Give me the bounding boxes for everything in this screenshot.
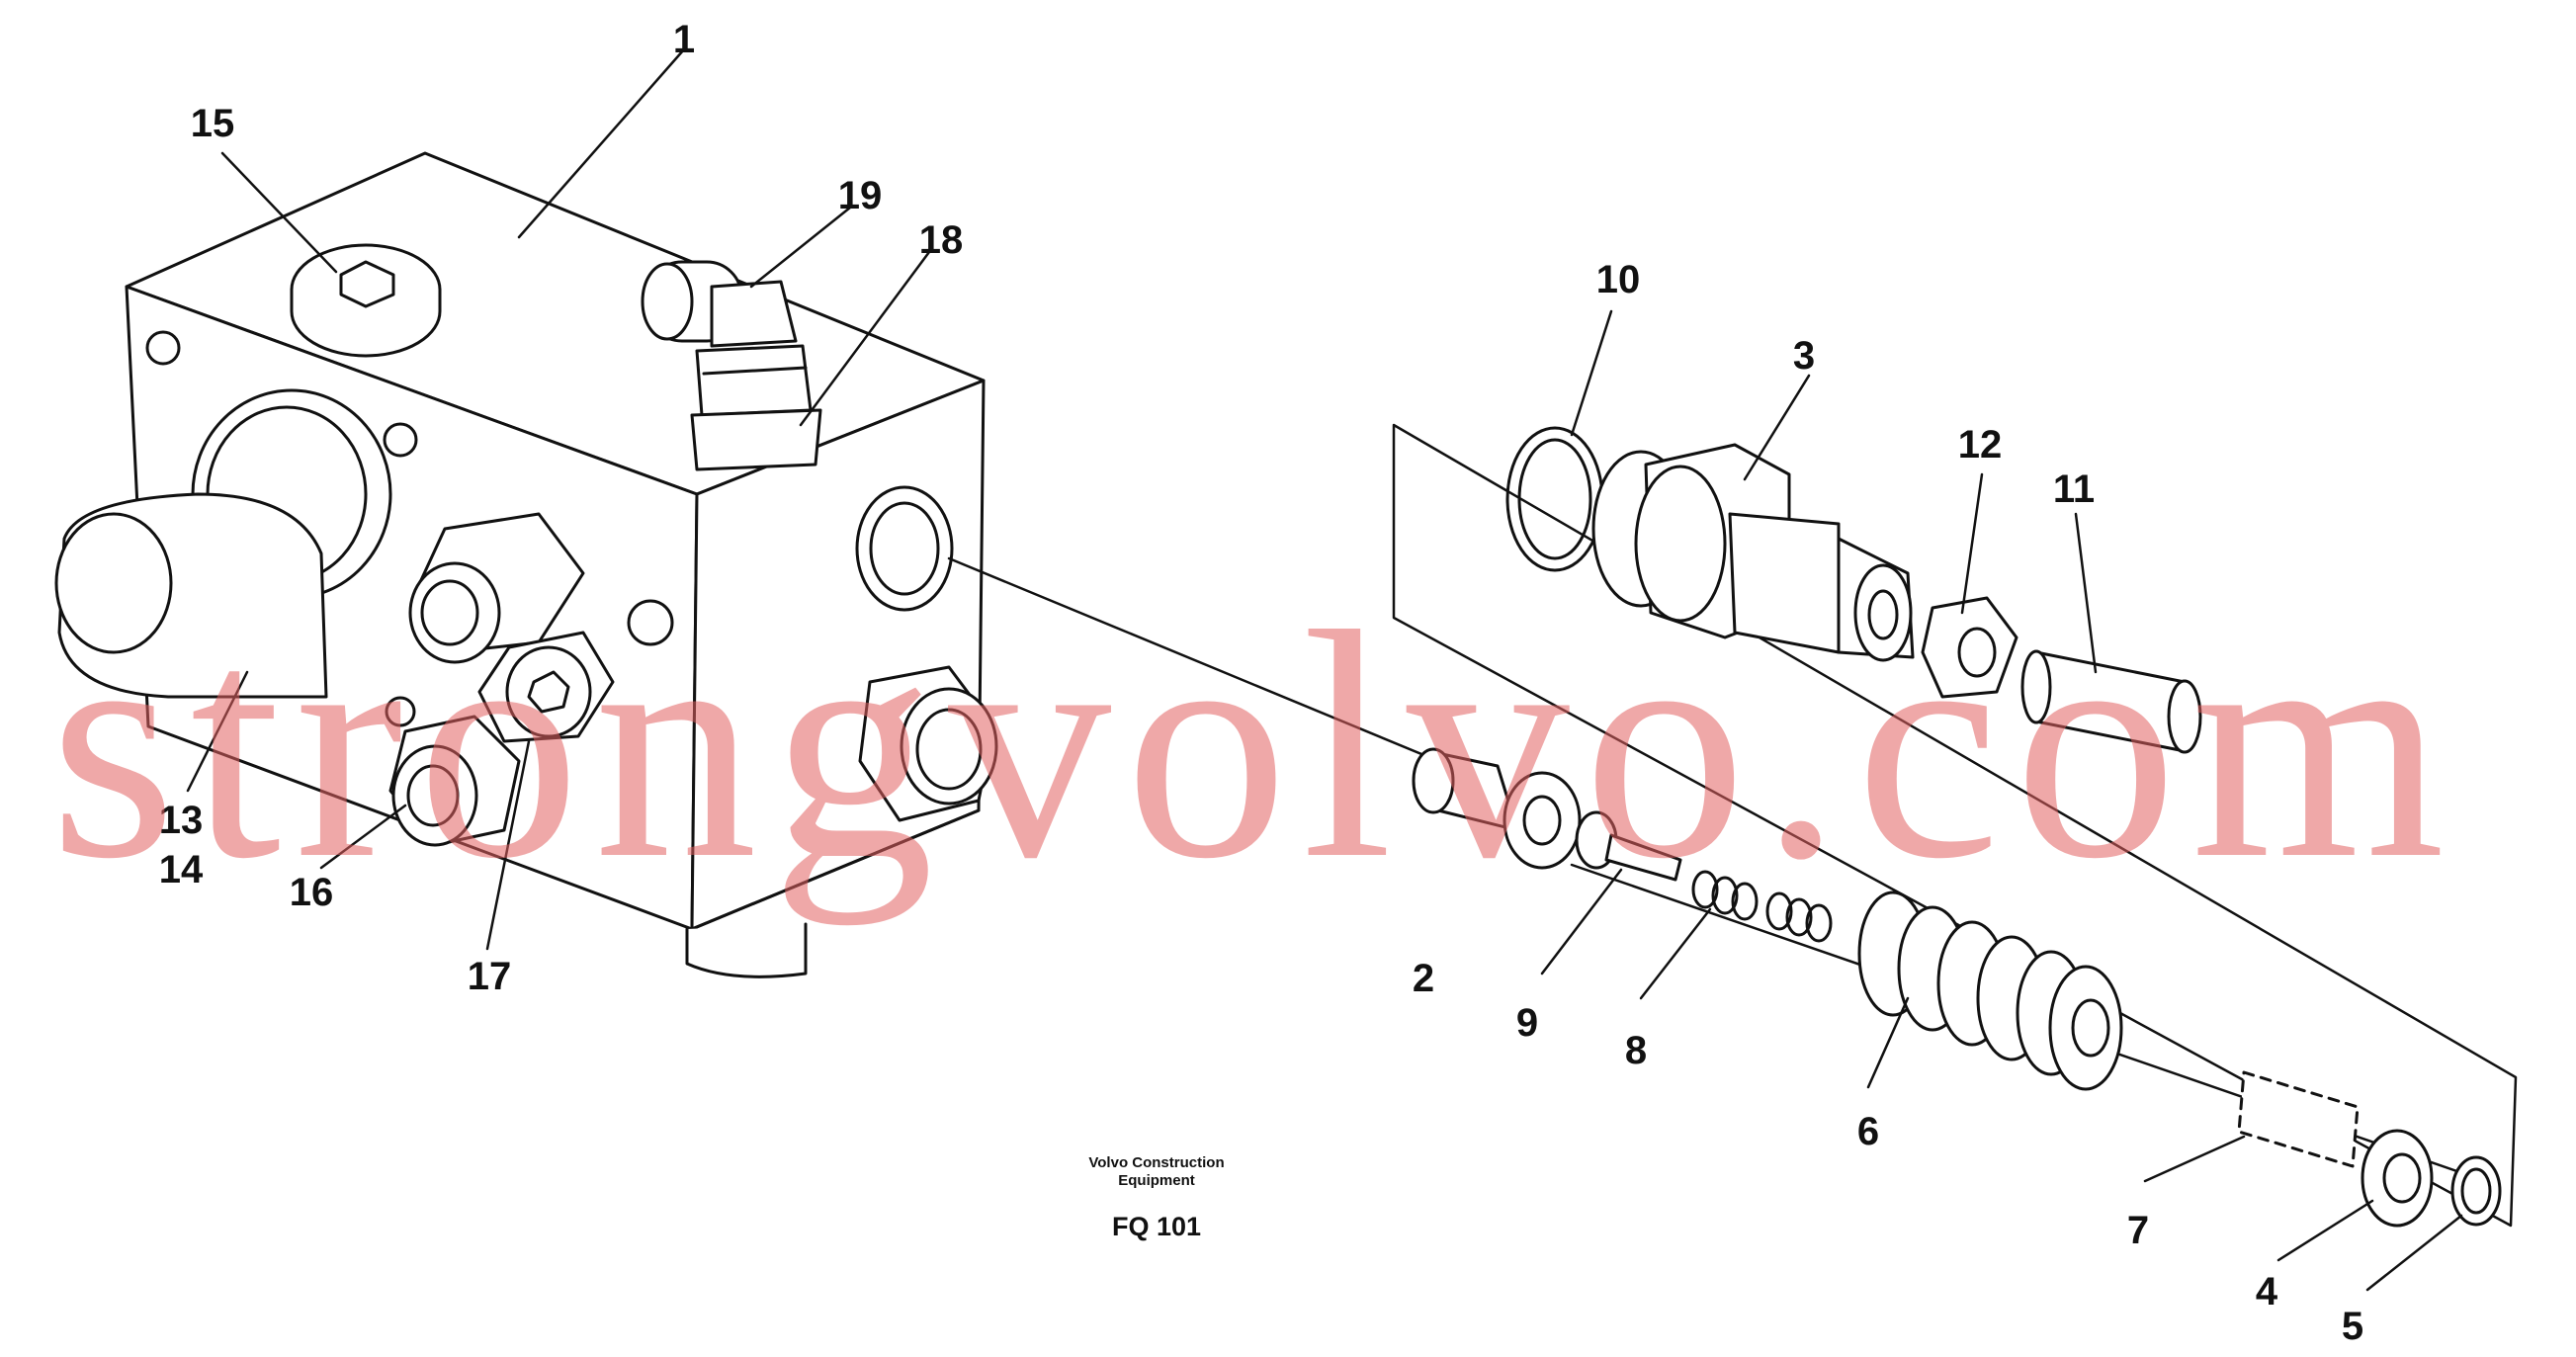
label-part-6: 6 bbox=[1856, 1110, 1880, 1153]
top-hex-plug bbox=[290, 243, 442, 358]
label-part-5: 5 bbox=[2341, 1305, 2364, 1348]
label-part-7: 7 bbox=[2126, 1209, 2150, 1252]
elbow-fitting bbox=[641, 260, 822, 471]
label-part-8: 8 bbox=[1624, 1029, 1648, 1072]
pin bbox=[2237, 1070, 2360, 1168]
caption-company: Volvo Construction bbox=[1088, 1154, 1225, 1171]
poppet bbox=[1412, 747, 1682, 882]
right-face-ports bbox=[855, 485, 998, 822]
large-cap bbox=[54, 388, 392, 699]
snap-ring bbox=[2450, 1155, 2502, 1227]
label-part-4: 4 bbox=[2255, 1270, 2278, 1314]
label-part-1: 1 bbox=[672, 18, 696, 61]
label-part-13: 13 bbox=[158, 799, 204, 842]
label-part-18: 18 bbox=[918, 218, 964, 262]
label-part-19: 19 bbox=[837, 174, 883, 217]
label-part-15: 15 bbox=[190, 102, 235, 145]
label-part-10: 10 bbox=[1595, 258, 1641, 301]
label-part-11: 11 bbox=[2052, 467, 2096, 511]
label-part-14: 14 bbox=[158, 848, 204, 891]
adjusting-screw bbox=[2020, 649, 2202, 754]
label-part-17: 17 bbox=[467, 955, 512, 998]
large-spring bbox=[1857, 891, 2123, 1091]
label-part-16: 16 bbox=[289, 871, 334, 914]
label-part-9: 9 bbox=[1515, 1001, 1539, 1045]
drawing-code: FQ 101 bbox=[1111, 1212, 1202, 1241]
label-part-12: 12 bbox=[1957, 423, 2003, 466]
relief-valve-body bbox=[1591, 443, 1915, 662]
label-part-3: 3 bbox=[1792, 334, 1816, 378]
small-spring bbox=[1691, 870, 1833, 943]
leader-lines bbox=[186, 47, 2463, 1292]
washer bbox=[2361, 1129, 2434, 1228]
label-part-2: 2 bbox=[1412, 957, 1435, 1000]
caption-division: Equipment bbox=[1118, 1172, 1195, 1189]
side-port-plugs bbox=[388, 512, 615, 847]
